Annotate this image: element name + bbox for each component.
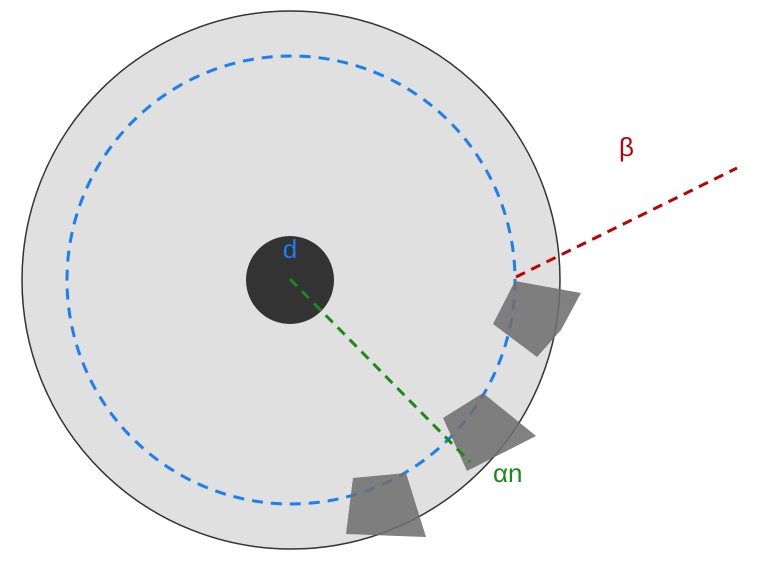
pitch-circle — [65, 54, 517, 506]
normal-angle-label: αn — [493, 458, 523, 488]
outer-angle-label: β — [619, 132, 634, 162]
tooth-1 — [493, 281, 581, 357]
normal-line — [288, 277, 472, 464]
outer-line — [515, 166, 738, 279]
tooth-2 — [443, 393, 536, 471]
tooth-3 — [346, 473, 426, 537]
center-label: d — [283, 234, 297, 264]
